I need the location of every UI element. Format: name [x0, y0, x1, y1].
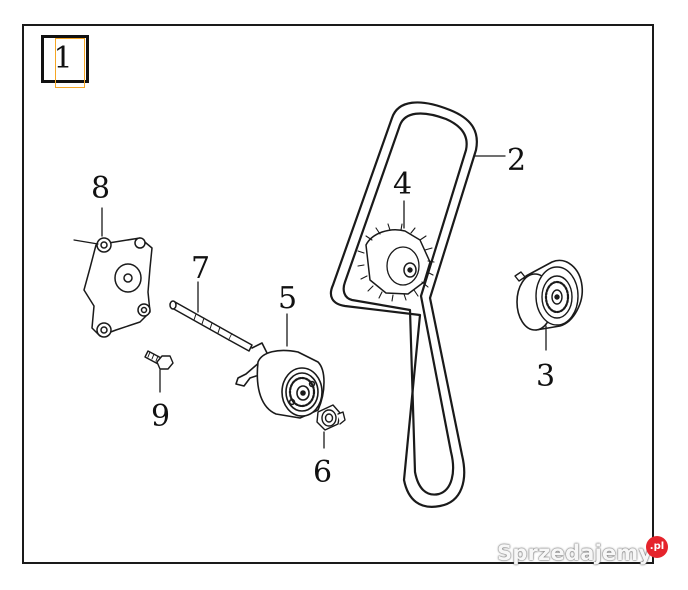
callout-4: 4	[393, 167, 412, 202]
index-box	[41, 35, 89, 83]
diagram-frame	[22, 24, 654, 564]
tensioner-pulley-part	[235, 342, 325, 419]
tensioner-stud-part	[169, 300, 253, 352]
bolt-part	[144, 350, 174, 370]
mounting-plate-part	[73, 237, 153, 338]
callout-2: 2	[507, 143, 526, 178]
leader-lines	[101, 155, 547, 449]
crank-sprocket-part	[357, 223, 435, 302]
idler-pulley-part	[514, 259, 584, 331]
index-label: 1	[53, 41, 73, 76]
callout-9: 9	[151, 399, 170, 434]
callout-6: 6	[313, 455, 332, 490]
tensioner-nut-part	[316, 404, 346, 431]
watermark-text: Sprzedajemy	[497, 541, 653, 565]
callout-5: 5	[278, 281, 297, 316]
timing-belt-part	[329, 101, 478, 508]
watermark-badge: .pl	[646, 536, 668, 558]
callout-7: 7	[191, 251, 210, 286]
callout-8: 8	[91, 171, 110, 206]
index-highlight	[55, 38, 85, 88]
callout-3: 3	[536, 359, 555, 394]
